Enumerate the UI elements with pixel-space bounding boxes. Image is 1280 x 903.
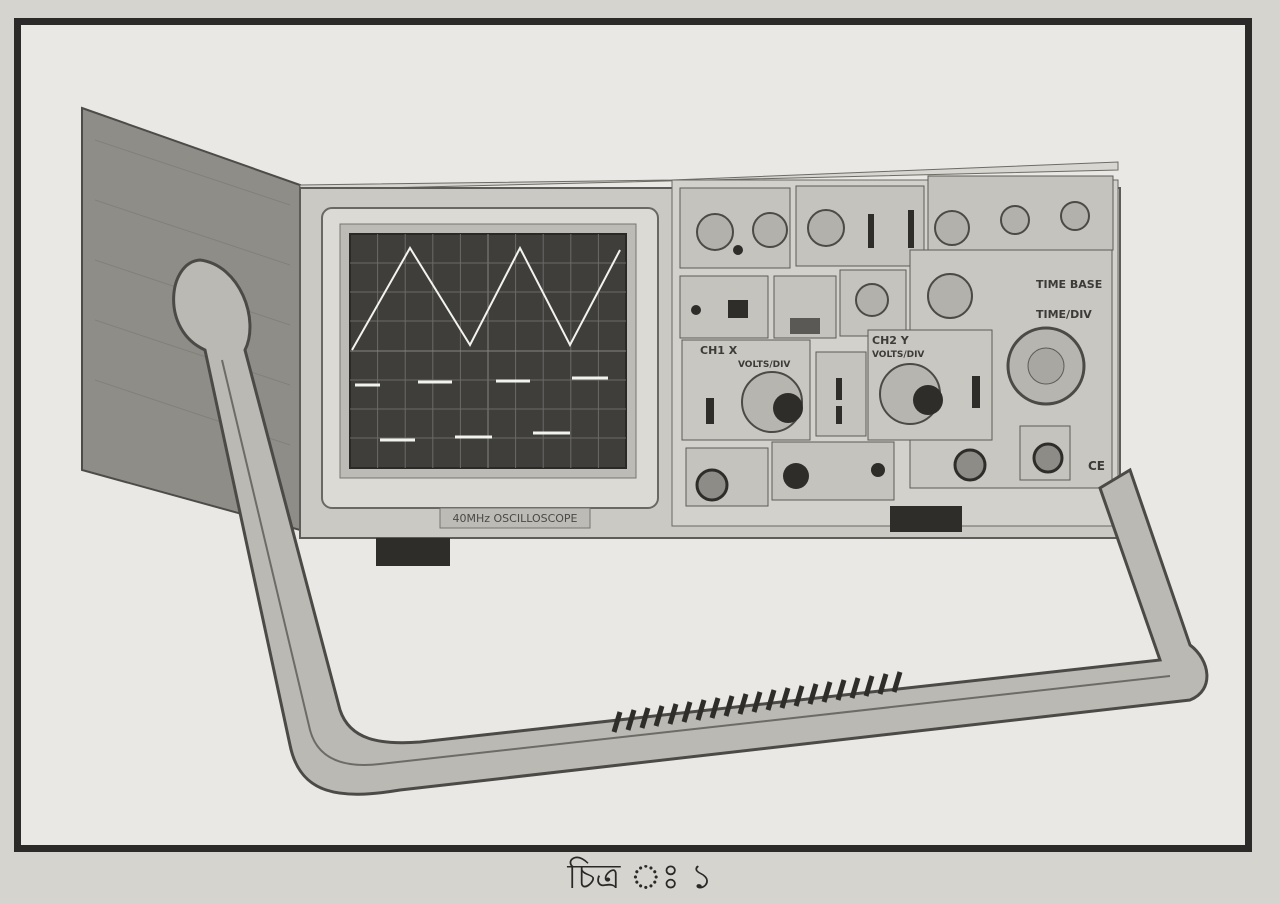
top-row-knobs bbox=[696, 201, 1090, 251]
vertical-mode-switch-1 bbox=[836, 378, 842, 400]
model-label-plate bbox=[439, 507, 591, 529]
ext-trig-bnc-connector bbox=[1032, 442, 1064, 474]
power-led bbox=[691, 305, 701, 315]
vertical-mode-switch-2 bbox=[836, 406, 842, 424]
ch2-variable-knob bbox=[913, 385, 943, 415]
sweep-knob-small bbox=[927, 273, 973, 319]
handle-grip bbox=[611, 671, 903, 733]
ch1-variable-knob bbox=[773, 393, 803, 423]
ch2-heading: CH2 Y bbox=[872, 334, 910, 347]
ch1-bnc-connector bbox=[695, 468, 729, 502]
time-div-label: TIME/DIV bbox=[1036, 308, 1092, 321]
time-div-knob-center bbox=[1027, 347, 1065, 385]
cal-terminal bbox=[871, 463, 885, 477]
ce-mark: CE bbox=[1088, 459, 1105, 473]
ch2-volts-div-label: VOLTS/DIV bbox=[872, 350, 924, 360]
front-foot-left bbox=[376, 538, 450, 566]
front-foot-right bbox=[890, 506, 962, 532]
time-base-label: TIME BASE bbox=[1036, 278, 1102, 291]
ch1-coupling-switch bbox=[706, 398, 714, 424]
figure-caption: চিত্র ঃ ১ bbox=[567, 857, 713, 897]
mode-switch bbox=[790, 318, 820, 334]
mode-knob bbox=[855, 283, 889, 317]
small-indicator bbox=[733, 245, 743, 255]
triangle-waveform bbox=[351, 245, 621, 351]
ch2-coupling-switch bbox=[972, 376, 980, 408]
carrying-handle bbox=[172, 258, 1209, 796]
power-switch bbox=[728, 300, 748, 318]
ch1-heading: CH1 X bbox=[700, 344, 738, 357]
ch2-bnc-connector bbox=[953, 448, 987, 482]
carrying-handle-inner-edge bbox=[221, 359, 1171, 766]
model-label: 40MHz OSCILLOSCOPE bbox=[452, 512, 577, 525]
trace-dashes bbox=[355, 376, 608, 442]
slide-switches bbox=[868, 210, 914, 248]
intensity-knob bbox=[783, 463, 809, 489]
ch1-volts-div-label: VOLTS/DIV bbox=[738, 360, 790, 370]
